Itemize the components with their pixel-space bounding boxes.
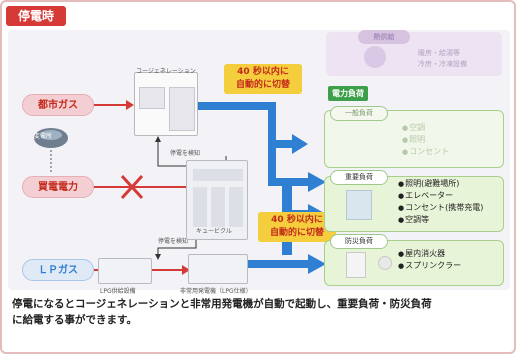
emergency-generator <box>188 254 248 284</box>
emergency-generator-label: 非常用発電機（LPG仕様） <box>180 288 252 295</box>
general-load-item: 空調 <box>402 122 449 134</box>
flow-arrow-disaster <box>248 254 326 274</box>
sprinkler-icon <box>378 256 392 270</box>
important-load-item: 空調等 <box>398 214 483 226</box>
flow-arrow-general <box>276 134 308 154</box>
header-title: 停電時 <box>6 6 66 26</box>
important-load-list: 照明(避難場所) エレベーター コンセント(携帯充電) 空調等 <box>398 178 483 226</box>
cogeneration-label: コージェネレーション <box>136 68 196 75</box>
important-load-title: 重要負荷 <box>330 170 388 185</box>
cubicle-cell-1 <box>193 187 207 227</box>
detect-arrow-bottom <box>155 254 161 260</box>
callout-top-line1: 40 秒以内に <box>237 67 289 77</box>
cubicle-breaker-row <box>193 169 243 181</box>
general-load-list: 空調 照明 コンセント <box>402 122 449 158</box>
switch-callout-bottom: 40 秒以内に 自動的に切替 <box>258 212 336 242</box>
power-load-tag: 電力負荷 <box>328 86 368 101</box>
heat-line-1: 暖房・給湯等 <box>418 49 460 57</box>
disaster-load-item: 屋内消火器 <box>398 248 461 260</box>
general-load-item: コンセント <box>402 146 449 158</box>
outage-detect-label-top: 停電を検知 <box>170 150 201 157</box>
heat-line-2: 冷房・冷凍設備 <box>418 60 467 68</box>
cogeneration-unit <box>134 72 198 136</box>
lpg-supply-label: LPG供給設備 <box>100 288 136 295</box>
disaster-load-list: 屋内消火器 スプリンクラー <box>398 248 461 272</box>
heat-lines: 暖房・給湯等 冷房・冷凍設備 <box>418 48 467 70</box>
elevator-icon <box>346 190 372 220</box>
substation-label: 変電所 <box>34 133 53 140</box>
cogeneration-engine <box>169 87 195 131</box>
callout-bottom-line2: 自動的に切替 <box>269 228 324 238</box>
lp-gas-arrow <box>182 265 190 275</box>
city-gas-arrow <box>126 100 134 110</box>
outage-detect-label-bottom: 停電を検知 <box>158 238 189 245</box>
caption-line-2: に給電する事ができます。 <box>12 314 137 326</box>
cubicle-cell-3 <box>229 187 243 227</box>
important-load-item: 照明(避難場所) <box>398 178 483 190</box>
cross-icon-stroke <box>120 174 144 200</box>
caption: 停電になるとコージェネレーションと非常用発電機が自動で起動し、重要負荷・防災負荷… <box>12 296 512 328</box>
switch-callout-top: 40 秒以内に 自動的に切替 <box>224 64 302 94</box>
important-load-item: コンセント(携帯充電) <box>398 202 483 214</box>
distribution-cubicle <box>186 160 248 240</box>
detect-arrow-top <box>155 136 161 142</box>
detect-line-bottom <box>157 240 197 256</box>
city-gas-source: 都市ガス <box>22 94 94 116</box>
diagram-panel: 都市ガス 買電電力 ＬＰガス 変電所 40 秒以内に 自動的に切替 40 秒以内… <box>8 30 510 295</box>
general-load-title: 一般負荷 <box>330 106 388 121</box>
heat-icon <box>364 46 386 68</box>
substation-icon <box>32 126 70 150</box>
heat-supply-box: 熱供給 暖房・給湯等 冷房・冷凍設備 <box>326 30 502 76</box>
callout-top-line2: 自動的に切替 <box>235 80 290 90</box>
fire-hydrant-icon <box>346 252 366 278</box>
general-load-item: 照明 <box>402 134 449 146</box>
important-load-item: エレベーター <box>398 190 483 202</box>
grid-power-source: 買電電力 <box>22 176 94 198</box>
disaster-load-item: スプリンクラー <box>398 260 461 272</box>
heat-supply-title: 熱供給 <box>358 30 410 44</box>
distribution-label: キュービクル <box>196 228 232 235</box>
cubicle-cell-2 <box>211 187 225 227</box>
caption-line-1: 停電になるとコージェネレーションと非常用発電機が自動で起動し、重要負荷・防災負荷 <box>12 298 432 310</box>
lp-gas-source: ＬＰガス <box>22 259 94 281</box>
cogen-flow-arrow <box>198 102 326 192</box>
cogeneration-panel <box>139 87 165 109</box>
disaster-load-title: 防災負荷 <box>330 234 388 249</box>
lpg-supply-unit <box>98 258 152 284</box>
callout-bottom-line1: 40 秒以内に <box>271 215 323 225</box>
